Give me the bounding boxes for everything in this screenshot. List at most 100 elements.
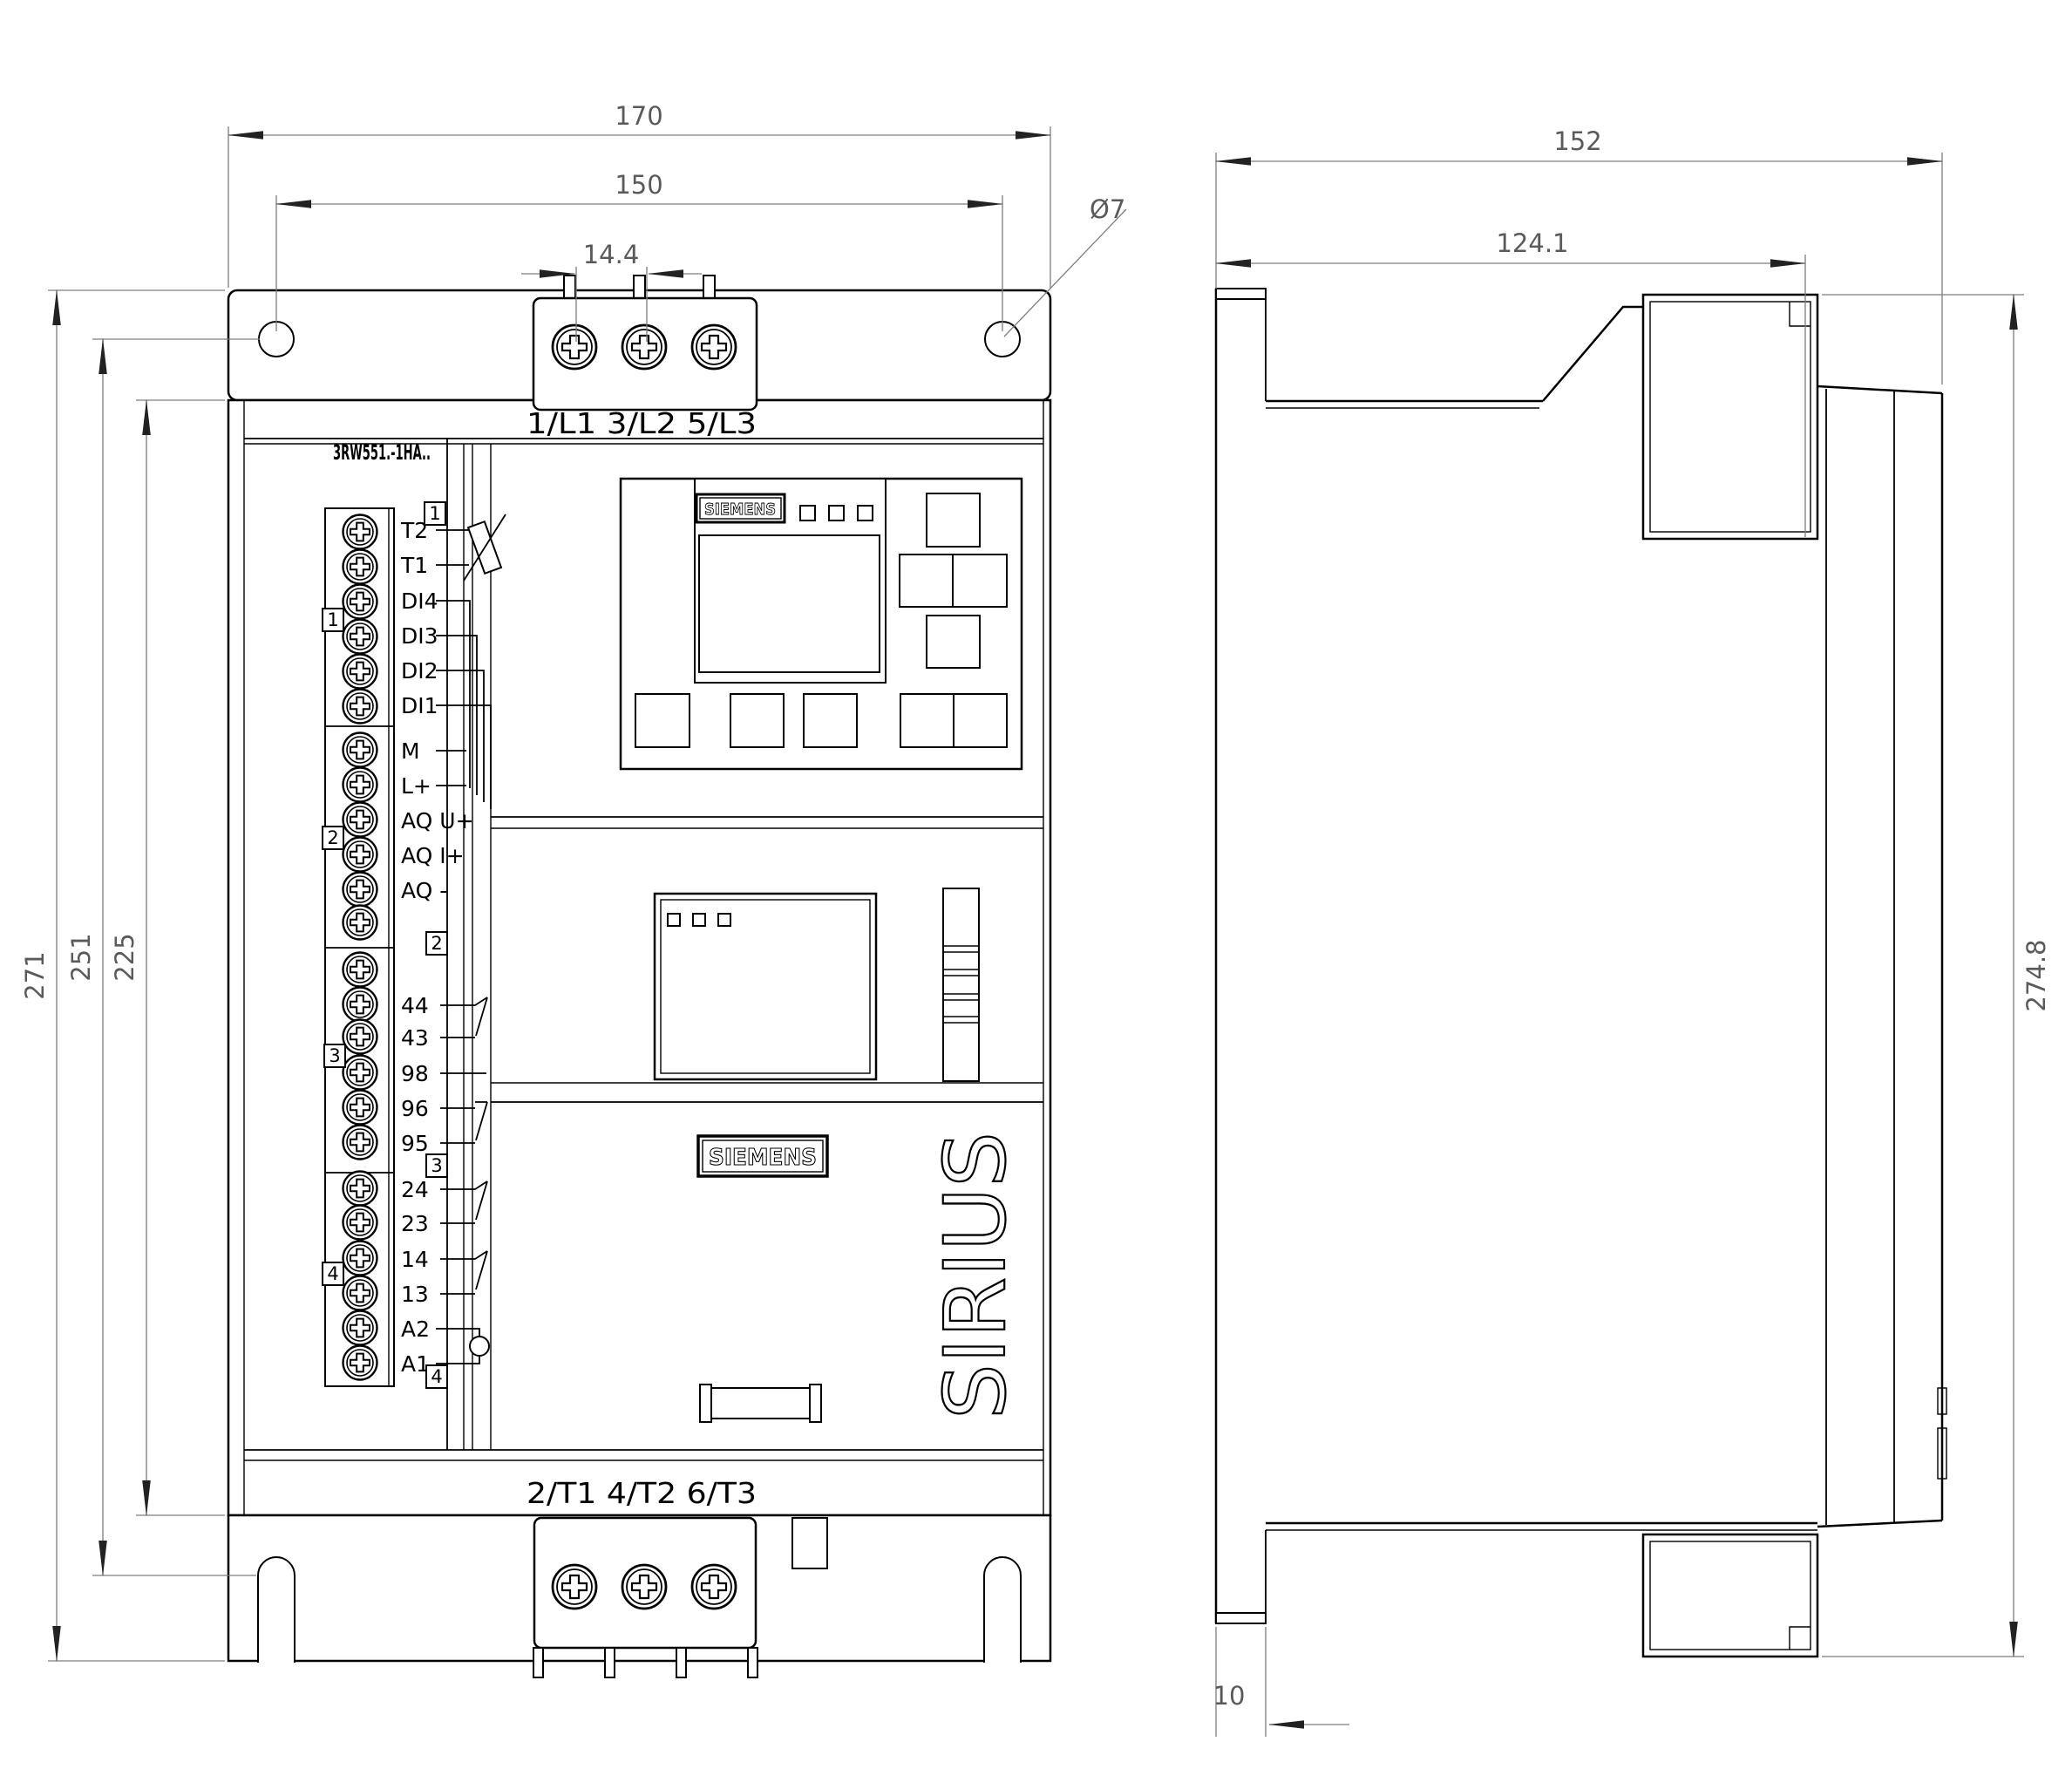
marker-box bbox=[323, 1044, 346, 1068]
marker-box bbox=[424, 501, 446, 526]
marker-number: 3 bbox=[329, 1045, 340, 1066]
phillips-screw-icon bbox=[342, 1170, 378, 1207]
hmi-panel: SIEMENS bbox=[619, 477, 1023, 771]
siemens-logo-box bbox=[695, 493, 786, 524]
phillips-screw-icon bbox=[342, 1240, 378, 1276]
marker-number: 2 bbox=[431, 933, 442, 954]
terminal-label: T1 bbox=[400, 553, 428, 578]
terminal-pin bbox=[747, 1647, 758, 1678]
module-led bbox=[692, 913, 706, 927]
module-display-inner bbox=[660, 899, 871, 1074]
keyhole-slot-bottom-left bbox=[257, 1556, 296, 1663]
phillips-screw-icon bbox=[342, 836, 378, 873]
marker-number: 1 bbox=[327, 609, 338, 630]
hmi-button-right[interactable] bbox=[952, 554, 1008, 608]
terminal-label: DI2 bbox=[401, 658, 438, 684]
siemens-logo-box-lower bbox=[696, 1134, 829, 1178]
terminal-label: AQ U+ bbox=[401, 808, 474, 833]
terminal-label: 13 bbox=[401, 1282, 429, 1307]
hmi-button-f2[interactable] bbox=[730, 693, 785, 748]
thermistor-strike-line bbox=[463, 514, 506, 582]
wire-a1 bbox=[436, 1356, 480, 1364]
wire-di2 bbox=[436, 670, 485, 802]
dim-hole-diameter: Ø7 bbox=[1090, 194, 1125, 224]
hmi-button-esc[interactable] bbox=[900, 693, 954, 748]
slider-connector[interactable] bbox=[942, 888, 980, 1082]
side-clip-mark bbox=[1937, 1427, 1947, 1480]
marker-number: 4 bbox=[431, 1366, 442, 1387]
contact-blade-96-95 bbox=[475, 1101, 488, 1141]
bottom-terminal-cover-inner bbox=[1649, 1541, 1811, 1650]
siemens-logo-box-inner bbox=[699, 497, 782, 520]
hmi-button-down[interactable] bbox=[926, 615, 981, 669]
terminal-label: A1 bbox=[401, 1351, 430, 1377]
phillips-screw-icon bbox=[342, 1089, 378, 1126]
terminal-label: 98 bbox=[401, 1061, 429, 1086]
dim-hole-vertical-spacing: 251 bbox=[66, 933, 96, 981]
bracket-cutout bbox=[791, 1517, 828, 1569]
phillips-screw-icon bbox=[342, 1018, 378, 1055]
wire-di4 bbox=[436, 600, 471, 788]
top-terminal-cover-side bbox=[1641, 293, 1819, 541]
terminal-label: 96 bbox=[401, 1096, 429, 1121]
siemens-logo-text-lower: SIEMENS bbox=[709, 1145, 817, 1171]
phillips-screw-icon bbox=[342, 1054, 378, 1091]
product-code: 3RW551.-1HA.. bbox=[333, 440, 431, 465]
phillips-screw-icon bbox=[342, 986, 378, 1023]
terminal-label: 43 bbox=[401, 1025, 429, 1051]
wiring-symbols bbox=[436, 514, 506, 1364]
module-display-frame bbox=[653, 892, 878, 1081]
phillips-screw-icon bbox=[342, 688, 378, 725]
marker-box bbox=[425, 1153, 448, 1178]
phillips-screw-icon bbox=[342, 1344, 378, 1381]
middle-module bbox=[491, 816, 1043, 1103]
marker-box bbox=[425, 931, 448, 956]
label-holder bbox=[699, 1384, 822, 1423]
load-terminals-label: 2/T1 4/T2 6/T3 bbox=[526, 1476, 757, 1510]
marker-number: 4 bbox=[327, 1263, 338, 1284]
terminal-labels: T2 T1 DI4 DI3 DI2 DI1 M L+ AQ U+ AQ I+ A… bbox=[400, 518, 474, 1377]
load-terminal-block bbox=[533, 1516, 758, 1678]
wire-di1 bbox=[436, 704, 492, 809]
contact-24 bbox=[440, 1180, 488, 1190]
wire-di3 bbox=[436, 635, 478, 795]
hmi-button-left[interactable] bbox=[899, 554, 954, 608]
dim-hole-spacing: 150 bbox=[615, 170, 662, 200]
siemens-logo-text: SIEMENS bbox=[704, 500, 776, 519]
dim-body-height: 225 bbox=[110, 933, 139, 981]
contact-96 bbox=[440, 1101, 487, 1109]
din-hook-top bbox=[1215, 288, 1267, 300]
terminal-label: T2 bbox=[400, 518, 428, 543]
phillips-screw-icon bbox=[342, 583, 378, 620]
connector-markers: 1 2 3 4 1 2 3 4 bbox=[322, 501, 448, 1389]
dim-total-depth: 152 bbox=[1553, 126, 1601, 156]
terminal-label: M bbox=[401, 738, 420, 764]
module-led bbox=[717, 913, 731, 927]
side-clip-mark bbox=[1937, 1387, 1947, 1415]
dim-total-height: 271 bbox=[20, 951, 50, 999]
phillips-screw-icon bbox=[342, 801, 378, 838]
hmi-button-ok[interactable] bbox=[953, 693, 1008, 748]
status-led bbox=[799, 505, 816, 521]
terminal-label: A2 bbox=[401, 1317, 430, 1342]
cover-notch-bottom bbox=[1789, 1626, 1810, 1650]
phillips-screw-icon bbox=[342, 1275, 378, 1311]
hmi-button-f3[interactable] bbox=[803, 693, 858, 748]
marker-box bbox=[322, 1262, 344, 1286]
terminal-label: 23 bbox=[401, 1211, 429, 1236]
phillips-screw-icon bbox=[551, 1563, 598, 1610]
contact-44 bbox=[440, 997, 488, 1006]
sirius-series-text: SIRIUS bbox=[927, 1132, 1024, 1419]
bottom-terminal-cover-side bbox=[1641, 1533, 1819, 1658]
hmi-button-f1[interactable] bbox=[635, 693, 690, 748]
phillips-screw-icon bbox=[342, 871, 378, 908]
line-terminals-label: 1/L1 3/L2 5/L3 bbox=[526, 406, 757, 440]
phillips-screw-icon bbox=[342, 618, 378, 655]
terminal-label: 44 bbox=[401, 993, 429, 1018]
side-view: 152 124.1 274.8 10 bbox=[1213, 126, 2051, 1737]
phillips-screw-icon bbox=[690, 1563, 737, 1610]
terminal-pin bbox=[703, 275, 716, 301]
hmi-button-up[interactable] bbox=[926, 493, 981, 548]
din-hook-bottom bbox=[1215, 1612, 1267, 1624]
terminal-label: AQ - bbox=[401, 878, 447, 903]
